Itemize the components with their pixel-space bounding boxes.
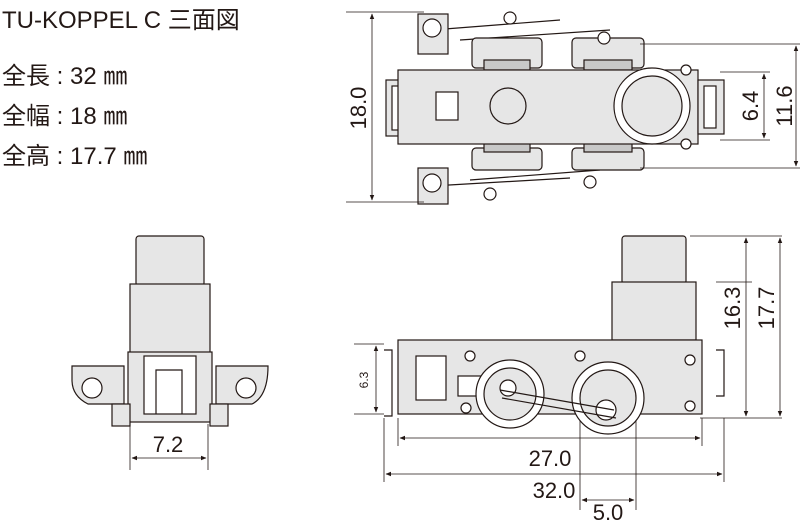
dim-top-width: 18.0 [346, 87, 371, 130]
spec-height-value: 17.7 ㎜ [70, 143, 148, 170]
dim-front-width: 7.2 [153, 432, 184, 457]
spec-width: 全幅 : 18 ㎜ [2, 103, 128, 130]
top-view [346, 11, 800, 205]
front-view [71, 235, 269, 470]
spec-width-value: 18 ㎜ [70, 103, 128, 130]
dim-top-inner: 6.4 [738, 91, 763, 122]
dim-side-step: 6.3 [357, 371, 371, 388]
page-title: TU-KOPPEL C 三面図 [2, 7, 240, 34]
dim-side-height-total: 17.7 [754, 287, 779, 330]
side-view [354, 235, 783, 510]
spec-height: 全高 : 17.7 ㎜ [2, 143, 148, 170]
dim-side-height-body: 16.3 [720, 287, 745, 330]
spec-length: 全長 : 32 ㎜ [2, 63, 128, 90]
dim-top-outer: 11.6 [772, 85, 797, 126]
spec-width-label: 全幅 [2, 103, 50, 130]
dim-side-axle: 5.0 [593, 500, 624, 522]
spec-height-label: 全高 [2, 143, 50, 170]
dim-side-wheelbase-span: 27.0 [529, 446, 572, 471]
dim-side-length: 32.0 [533, 478, 576, 503]
spec-length-label: 全長 [2, 63, 50, 90]
spec-length-value: 32 ㎜ [70, 63, 128, 90]
